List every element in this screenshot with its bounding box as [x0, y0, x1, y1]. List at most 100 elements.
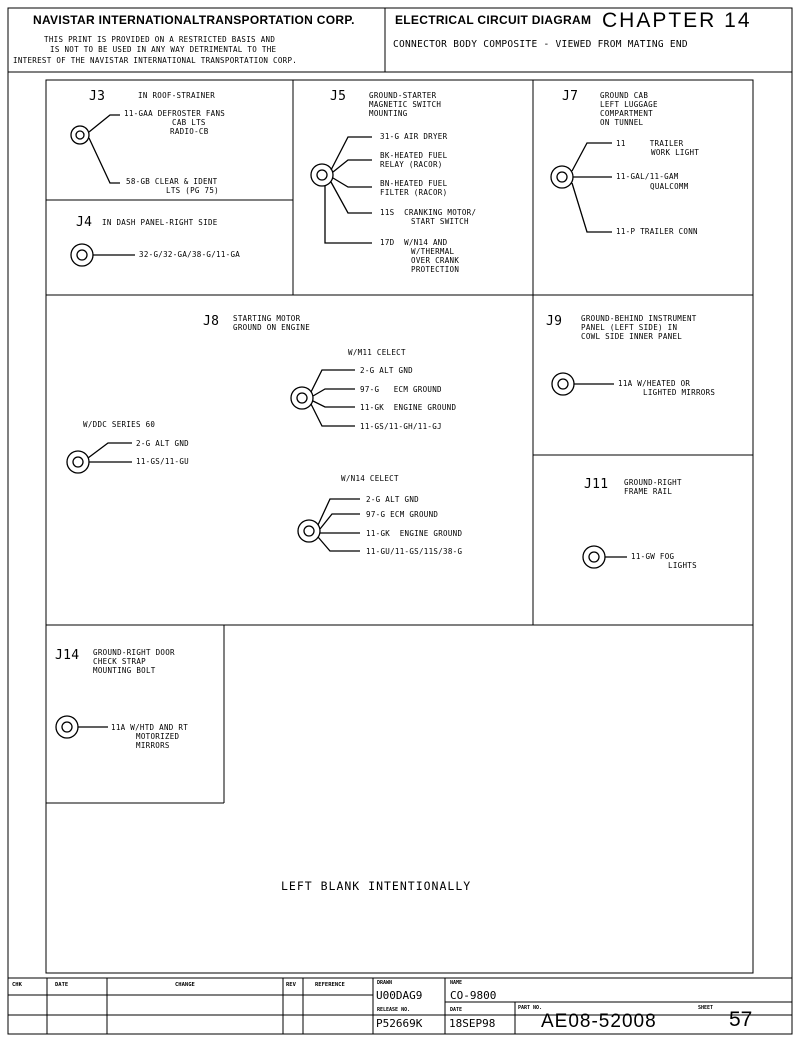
j8-m11-label: W/M11 CELECT	[348, 348, 406, 357]
j11-wire-1: 11-GW FOG	[631, 552, 675, 561]
j3-wire-1-line3: RADIO-CB	[170, 127, 209, 136]
j14-wire-1: 11A W/HTD AND RT	[111, 723, 189, 732]
j3-wire-1: 11-GAA DEFROSTER FANS	[124, 109, 226, 118]
j7-id: J7	[562, 89, 579, 104]
j3-desc: IN ROOF-STRAINER	[138, 91, 216, 100]
j7-wire-3: 11-P TRAILER CONN	[616, 227, 698, 236]
j5-desc-1: GROUND-STARTER	[369, 91, 437, 100]
col-date-header: DATE	[55, 982, 69, 988]
name-value: CO-9800	[450, 989, 497, 1002]
j11-desc-1: GROUND-RIGHT	[624, 478, 682, 487]
j14-wire-1-line3: MIRRORS	[136, 741, 170, 750]
j11-connector-symbol	[582, 545, 627, 569]
j8-n14-wire-2: 97-G ECM GROUND	[366, 510, 439, 519]
j14-id: J14	[55, 648, 80, 663]
j8-id: J8	[203, 314, 220, 329]
j8-m11-connector-symbol	[290, 369, 355, 427]
part-label: PART NO.	[518, 1005, 543, 1011]
notice-line-1: THIS PRINT IS PROVIDED ON A RESTRICTED B…	[44, 35, 276, 44]
j5-wire-2-line2: RELAY (RACOR)	[380, 160, 443, 169]
j7-wire-1-line2: WORK LIGHT	[651, 148, 700, 157]
j9-wire-1: 11A W/HEATED OR	[618, 379, 691, 388]
col-rev-header: REV	[286, 982, 296, 988]
j8-n14-connector-symbol	[297, 498, 360, 552]
drawn-value: U00DAG9	[376, 989, 423, 1002]
j4-wire-1: 32-G/32-GA/38-G/11-GA	[139, 250, 241, 259]
j8-ddc-wire-1: 2-G ALT GND	[136, 439, 189, 448]
j8-desc-1: STARTING MOTOR	[233, 314, 301, 323]
notice-line-3: INTEREST OF THE NAVISTAR INTERNATIONAL T…	[13, 56, 298, 65]
j5-desc-3: MOUNTING	[369, 109, 408, 118]
j5-wire-4: 11S CRANKING MOTOR/	[380, 208, 477, 217]
j9-desc-1: GROUND-BEHIND INSTRUMENT	[581, 314, 697, 323]
company-name: NAVISTAR INTERNATIONALTRANSPORTATION COR…	[33, 13, 355, 27]
j7-wire-1: 11 TRAILER	[616, 139, 684, 148]
chapter-label: CHAPTER 14	[602, 9, 752, 32]
drawing-frame	[45, 79, 754, 974]
j9-desc-3: COWL SIDE INNER PANEL	[581, 332, 683, 341]
j7-connector-symbol	[550, 142, 612, 233]
j8-ddc-connector-symbol	[66, 442, 132, 474]
part-number: AE08-52008	[541, 1011, 657, 1032]
j14-desc-2: CHECK STRAP	[93, 657, 146, 666]
j9-wire-1-line2: LIGHTED MIRRORS	[643, 388, 716, 397]
j5-wire-1: 31-G AIR DRYER	[380, 132, 448, 141]
j7-desc-3: COMPARTMENT	[600, 109, 653, 118]
j7-desc-1: GROUND CAB	[600, 91, 649, 100]
j8-n14-wire-4: 11-GU/11-GS/11S/38-G	[366, 547, 463, 556]
j5-wire-3: BN-HEATED FUEL	[380, 179, 448, 188]
col-reference-header: REFERENCE	[315, 982, 345, 988]
j3-id: J3	[89, 89, 106, 104]
j5-wire-5: 17D W/N14 AND	[380, 238, 448, 247]
j5-wire-4-line2: START SWITCH	[411, 217, 469, 226]
j3-wire-2: 58-GB CLEAR & IDENT	[126, 177, 218, 186]
j7-wire-2: 11-GAL/11-GAM	[616, 172, 679, 181]
diagram-subtitle: CONNECTOR BODY COMPOSITE - VIEWED FROM M…	[393, 39, 688, 50]
j8-n14-wire-1: 2-G ALT GND	[366, 495, 419, 504]
j5-wire-3-line2: FILTER (RACOR)	[380, 188, 448, 197]
date-label: DATE	[450, 1007, 463, 1013]
left-blank-note: LEFT BLANK INTENTIONALLY	[281, 879, 472, 893]
j14-connector-symbol	[55, 715, 108, 739]
col-chk-header: CHK	[12, 982, 22, 988]
j8-m11-wire-2: 97-G ECM GROUND	[360, 385, 442, 394]
j14-desc-1: GROUND-RIGHT DOOR	[93, 648, 175, 657]
j14-wire-1-line2: MOTORIZED	[136, 732, 180, 741]
j11-desc-2: FRAME RAIL	[624, 487, 673, 496]
j4-connector-symbol	[70, 243, 135, 267]
sheet-number: 57	[729, 1008, 753, 1031]
name-label: NAME	[450, 980, 463, 986]
j8-ddc-wire-2: 11-GS/11-GU	[136, 457, 189, 466]
diagram-title: ELECTRICAL CIRCUIT DIAGRAM	[395, 13, 592, 27]
j11-id: J11	[584, 477, 609, 492]
j7-desc-4: ON TUNNEL	[600, 118, 644, 127]
release-value: P52669K	[376, 1017, 423, 1030]
j7-wire-2-line2: QUALCOMM	[650, 182, 689, 191]
j8-m11-wire-3: 11-GK ENGINE GROUND	[360, 403, 457, 412]
j5-desc-2: MAGNETIC SWITCH	[369, 100, 442, 109]
notice-line-2: IS NOT TO BE USED IN ANY WAY DETRIMENTAL…	[50, 45, 277, 54]
j3-wire-1-line2: CAB LTS	[172, 118, 206, 127]
j5-wire-5-line3: OVER CRANK	[411, 256, 460, 265]
j5-wire-2: BK-HEATED FUEL	[380, 151, 448, 160]
j8-n14-label: W/N14 CELECT	[341, 474, 399, 483]
j9-connector-symbol	[551, 372, 614, 396]
j5-wire-5-line2: W/THERMAL	[411, 247, 455, 256]
drawn-label: DRAWN	[377, 980, 393, 986]
date-value: 18SEP98	[449, 1017, 496, 1030]
j8-n14-wire-3: 11-GK ENGINE GROUND	[366, 529, 463, 538]
j11-wire-1-line2: LIGHTS	[668, 561, 697, 570]
col-change-header: CHANGE	[175, 982, 195, 988]
j5-id: J5	[330, 89, 347, 104]
sheet-label: SHEET	[698, 1005, 714, 1011]
j8-ddc-label: W/DDC SERIES 60	[83, 420, 156, 429]
j7-desc-2: LEFT LUGGAGE	[600, 100, 658, 109]
j4-desc: IN DASH PANEL-RIGHT SIDE	[102, 218, 218, 227]
j8-m11-wire-1: 2-G ALT GND	[360, 366, 413, 375]
sheet-border	[7, 7, 793, 1035]
j9-desc-2: PANEL (LEFT SIDE) IN	[581, 323, 678, 332]
j4-id: J4	[76, 215, 93, 230]
j8-desc-2: GROUND ON ENGINE	[233, 323, 311, 332]
j9-id: J9	[546, 314, 563, 329]
